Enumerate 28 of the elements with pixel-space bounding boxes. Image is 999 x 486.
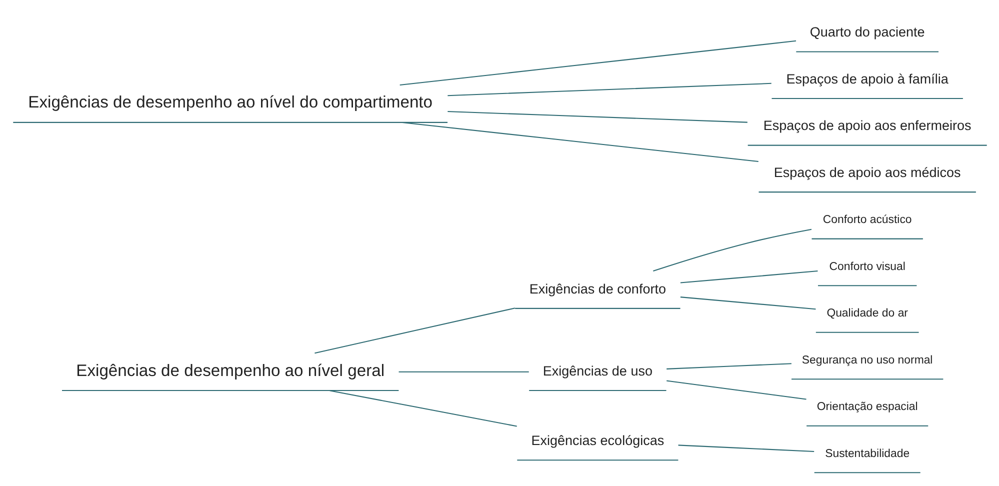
node-text: Sustentabilidade	[824, 447, 910, 460]
connector	[680, 296, 816, 310]
node-text: Exigências de conforto	[528, 280, 666, 296]
node-text: Exigências ecológicas	[530, 432, 664, 448]
connector	[314, 307, 515, 354]
connector	[399, 40, 796, 85]
connector	[329, 390, 516, 426]
connector	[666, 362, 791, 369]
node-text: Exigências de desempenho ao nível geral	[76, 360, 384, 380]
node-text: Segurança no uso normal	[801, 354, 932, 366]
connector	[398, 370, 528, 372]
node-text: Espaços de apoio aos enfermeiros	[762, 118, 971, 133]
connector	[666, 380, 806, 400]
connector	[678, 444, 814, 452]
connector	[402, 121, 758, 162]
connector	[447, 110, 747, 122]
node-text: Quarto do paciente	[809, 24, 924, 40]
connector	[447, 82, 771, 96]
node-text: Qualidade do ar	[826, 307, 908, 320]
connector	[680, 270, 818, 283]
connector	[652, 228, 812, 272]
node-text: Espaços de apoio aos médicos	[773, 164, 960, 180]
node-text: Exigências de uso	[542, 362, 652, 378]
node-text: Espaços de apoio à família	[786, 70, 948, 86]
node-text: Conforto visual	[828, 260, 905, 272]
node-text: Exigências de desempenho ao nível do compartimento	[28, 92, 432, 112]
node-text: Orientação espacial	[816, 400, 918, 413]
node-text: Conforto acústico	[822, 214, 912, 226]
